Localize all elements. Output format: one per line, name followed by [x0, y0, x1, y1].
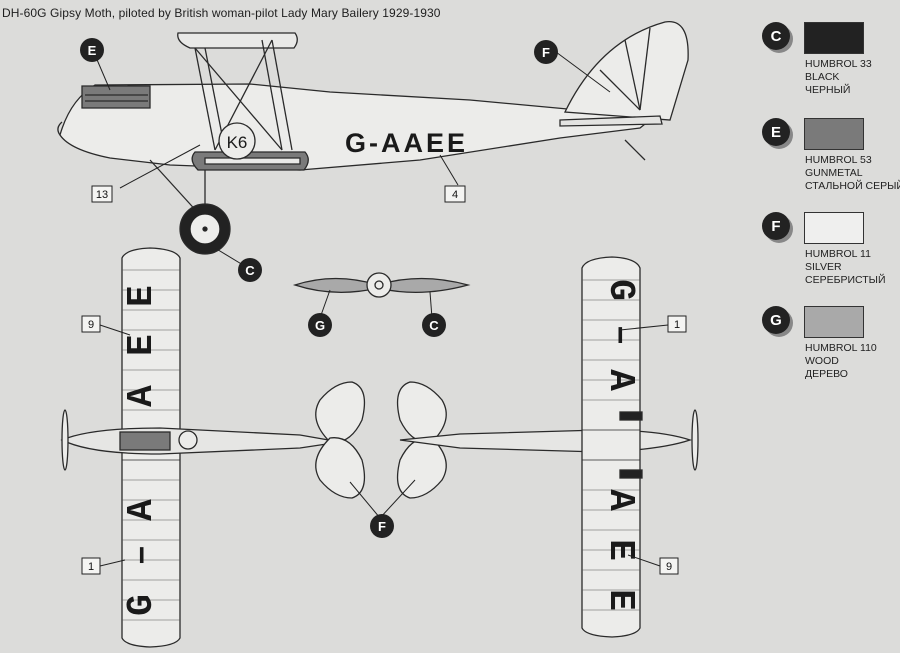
right-wing-letter-e2: E	[600, 589, 641, 611]
side-view	[57, 21, 689, 255]
right-wing-dash: –	[600, 324, 641, 346]
decal-9-right: 9	[659, 557, 679, 575]
svg-text:G: G	[315, 318, 325, 333]
left-wing-letter-e1: E	[121, 285, 162, 307]
legend-swatch-silver	[804, 212, 864, 244]
legend-item-f: F HUMBROL 11 SILVER СЕРЕБРИСТЫЙ	[762, 212, 898, 302]
right-wing-letter-a1: A	[600, 369, 641, 391]
left-wing-letter-g: G	[121, 594, 162, 616]
left-wing-letter-e2: E	[121, 334, 162, 356]
callout-f-badge-tail: F	[370, 514, 394, 538]
legend-name-en: SILVER	[805, 261, 842, 273]
callout-f-badge-side: F	[534, 40, 558, 64]
legend-badge-e: E	[762, 118, 790, 146]
fuselage-code: K6	[227, 133, 248, 152]
svg-text:13: 13	[96, 189, 108, 201]
legend-code: HUMBROL 53	[805, 154, 872, 166]
callout-c-badge-wheel: C	[238, 258, 262, 282]
legend-code: HUMBROL 110	[805, 342, 877, 354]
paint-callouts: E F C G C F	[80, 38, 558, 538]
svg-text:4: 4	[452, 189, 458, 201]
legend-badge-f: F	[762, 212, 790, 240]
legend-swatch-wood	[804, 306, 864, 338]
right-wing-letter-a2: A	[600, 489, 641, 511]
decal-number-boxes: 13 4 9 1 1 9	[81, 185, 687, 575]
svg-text:1: 1	[88, 561, 94, 573]
side-registration: G-AAEE	[345, 128, 468, 158]
legend-name-en: GUNMETAL	[805, 167, 863, 179]
callout-c-badge-prop: C	[422, 313, 446, 337]
svg-text:F: F	[542, 45, 550, 60]
right-wing-letter-g: G	[600, 279, 641, 301]
legend-name-ru: СЕРЕБРИСТЫЙ	[805, 274, 886, 286]
svg-text:F: F	[378, 519, 386, 534]
engine-cowling-panel	[81, 85, 151, 109]
legend-name-en: WOOD	[805, 355, 839, 367]
legend-code: HUMBROL 33	[805, 58, 872, 70]
decal-1-left: 1	[81, 557, 101, 575]
svg-text:C: C	[245, 263, 255, 278]
svg-text:9: 9	[666, 561, 672, 573]
decal-1-right: 1	[667, 315, 687, 333]
left-wing-dash: –	[121, 544, 162, 566]
legend-item-c: C HUMBROL 33 BLACK ЧЕРНЫЙ	[762, 22, 898, 112]
left-wing-letter-a1: A	[121, 385, 162, 407]
legend-swatch-black	[804, 22, 864, 54]
plan-view-upper	[60, 247, 699, 648]
decal-4: 4	[444, 185, 466, 203]
left-wing-letter-a2: A	[121, 499, 162, 521]
svg-text:9: 9	[88, 319, 94, 331]
legend-item-e: E HUMBROL 53 GUNMETAL СТАЛЬНОЙ СЕРЫЙ	[762, 118, 900, 208]
wing-rib-lines	[122, 269, 640, 621]
decal-9-left: 9	[81, 315, 101, 333]
svg-text:E: E	[88, 43, 97, 58]
legend-name-en: BLACK	[805, 71, 840, 83]
legend-swatch-gunmetal	[804, 118, 864, 150]
fuselage-code-disc	[218, 122, 256, 160]
callout-e-badge: E	[80, 38, 104, 62]
legend-item-g: G HUMBROL 110 WOOD ДЕРЕВО	[762, 306, 898, 396]
legend-name-ru: ЧЕРНЫЙ	[805, 84, 851, 96]
svg-text:C: C	[429, 318, 439, 333]
svg-text:1: 1	[674, 319, 680, 331]
legend-badge-c: C	[762, 22, 790, 50]
decal-13: 13	[91, 185, 113, 203]
page-title: DH-60G Gipsy Moth, piloted by British wo…	[2, 6, 441, 20]
legend-name-ru: СТАЛЬНОЙ СЕРЫЙ	[805, 180, 900, 192]
callout-g-badge-prop: G	[308, 313, 332, 337]
legend-code: HUMBROL 11	[805, 248, 871, 260]
legend-badge-g: G	[762, 306, 790, 334]
legend-name-ru: ДЕРЕВО	[805, 368, 848, 380]
right-wing-letter-e1: E	[600, 539, 641, 561]
